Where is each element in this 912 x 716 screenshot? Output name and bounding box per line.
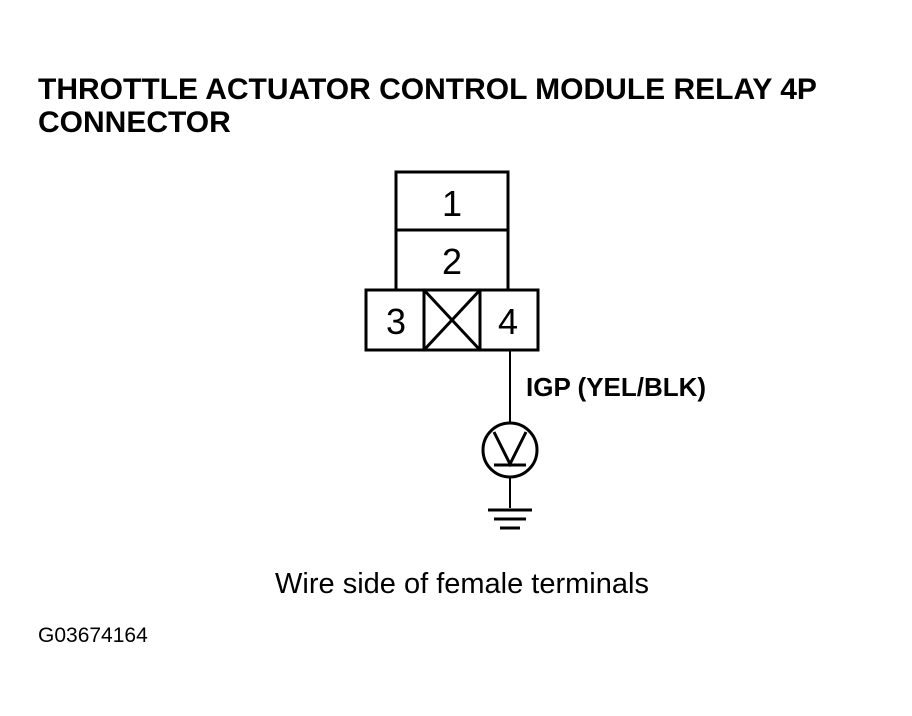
pin-label-2: 2 <box>442 241 462 282</box>
wire-label: IGP (YEL/BLK) <box>526 372 706 402</box>
connector-pin-3: 3 <box>364 288 426 352</box>
pin-label-3: 3 <box>386 301 406 342</box>
pin-label-4: 4 <box>498 301 518 342</box>
title-line-2: CONNECTOR <box>38 106 231 139</box>
title-line-1: THROTTLE ACTUATOR CONTROL MODULE RELAY 4… <box>38 73 817 106</box>
voltmeter-icon <box>481 421 539 479</box>
ground-icon <box>488 508 532 530</box>
connector-4p: 1 2 3 4 <box>364 170 540 352</box>
pin-label-1: 1 <box>442 183 462 224</box>
x-cross-icon <box>422 288 482 352</box>
figure-id: G03674164 <box>38 624 148 647</box>
connector-pin-2: 2 <box>394 228 510 292</box>
connector-pin-4: 4 <box>478 288 540 352</box>
connector-pin-1: 1 <box>394 170 510 232</box>
caption: Wire side of female terminals <box>275 568 649 600</box>
